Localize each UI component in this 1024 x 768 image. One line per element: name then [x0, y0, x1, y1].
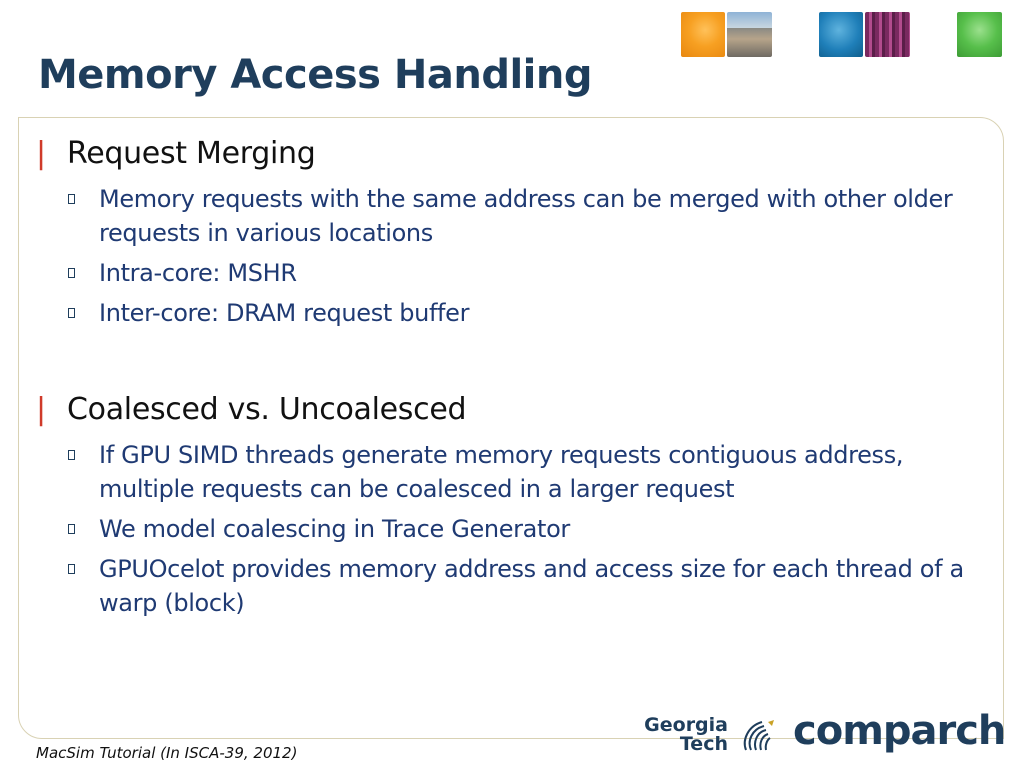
section-request-merging: | Request Merging Memory requests with t… — [36, 136, 986, 330]
level2-bullet: Memory requests with the same address ca… — [36, 182, 986, 250]
level2-bullet: Intra-core: MSHR — [36, 256, 986, 290]
georgia-tech-swirl-icon — [743, 720, 774, 751]
section-heading: Request Merging — [67, 136, 316, 171]
square-bullet-icon — [36, 296, 99, 318]
georgia-tech-logo-line1: Georgia — [644, 714, 728, 736]
slide-title: Memory Access Handling — [38, 52, 592, 98]
decorative-thumbnail-campus-photo — [727, 12, 772, 57]
bullet-text: Memory requests with the same address ca… — [99, 185, 953, 247]
section-heading: Coalesced vs. Uncoalesced — [67, 392, 467, 427]
bullet-text: If GPU SIMD threads generate memory requ… — [99, 441, 904, 503]
footer-citation: MacSim Tutorial (In ISCA-39, 2012) — [36, 744, 298, 762]
square-bullet-icon — [36, 438, 99, 460]
decorative-thumbnail-green — [957, 12, 1002, 57]
level1-bullet: | Coalesced vs. Uncoalesced — [36, 392, 986, 432]
square-bullet-icon — [36, 512, 99, 534]
square-bullet-icon — [36, 182, 99, 204]
level2-bullet: We model coalescing in Trace Generator — [36, 512, 986, 546]
square-bullet-icon — [36, 552, 99, 574]
bullet-text: Intra-core: MSHR — [99, 259, 297, 287]
comparch-logo: comparch — [793, 708, 1006, 754]
section-coalesced: | Coalesced vs. Uncoalesced If GPU SIMD … — [36, 392, 986, 620]
content-frame — [18, 117, 1004, 739]
square-bullet-icon — [36, 256, 99, 278]
level2-bullet: GPUOcelot provides memory address and ac… — [36, 552, 986, 620]
level2-bullet: Inter-core: DRAM request buffer — [36, 296, 986, 330]
decorative-thumbnail-orange — [681, 12, 725, 57]
decorative-thumbnail-chip-photo — [865, 12, 910, 57]
bar-bullet-icon: | — [36, 136, 47, 171]
bullet-text: GPUOcelot provides memory address and ac… — [99, 555, 964, 617]
bullet-text: We model coalescing in Trace Generator — [99, 515, 570, 543]
bullet-text: Inter-core: DRAM request buffer — [99, 299, 470, 327]
level1-bullet: | Request Merging — [36, 136, 986, 176]
georgia-tech-logo-line2: Tech — [679, 733, 728, 755]
georgia-tech-logo: Georgia Tech — [636, 716, 728, 754]
level2-bullet: If GPU SIMD threads generate memory requ… — [36, 438, 986, 506]
decorative-thumbnail-blue — [819, 12, 863, 57]
bar-bullet-icon: | — [36, 392, 47, 427]
